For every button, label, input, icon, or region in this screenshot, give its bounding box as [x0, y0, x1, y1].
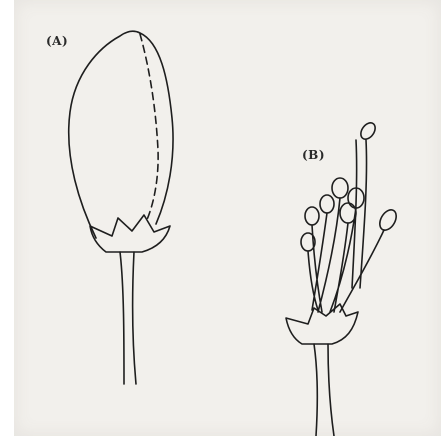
panel-b-label: (B)	[302, 148, 325, 162]
anther	[376, 207, 399, 233]
panel-a-label: (A)	[46, 34, 68, 48]
anther	[305, 207, 319, 225]
bud-stem	[120, 252, 124, 384]
pistil-style	[352, 140, 367, 288]
flower-stem	[314, 344, 334, 436]
anther	[320, 195, 334, 213]
bud-stem-right	[133, 252, 136, 384]
open-flower-drawing	[286, 120, 400, 436]
pistil-stigma	[358, 120, 378, 142]
anther	[332, 178, 348, 198]
bud-seam-dashed	[140, 34, 158, 222]
flower-bud-drawing	[69, 31, 173, 384]
